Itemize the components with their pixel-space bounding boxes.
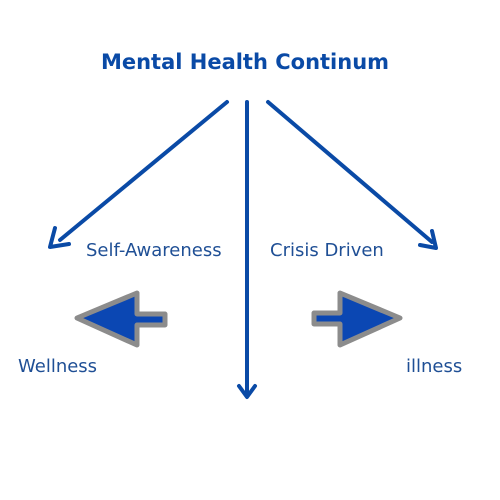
illness-label: illness: [406, 356, 463, 377]
right-block-arrow: [311, 290, 403, 348]
self-awareness-label: Self-Awareness: [86, 240, 222, 261]
crisis-driven-label: Crisis Driven: [270, 240, 384, 261]
left-block-arrow: [74, 290, 168, 348]
wellness-label: Wellness: [18, 356, 98, 377]
left-diagonal-arrow: [48, 100, 229, 249]
right-diagonal-arrow: [266, 100, 438, 250]
diagram-title: Mental Health Continum: [100, 50, 390, 74]
center-vertical-arrow: [237, 100, 257, 399]
